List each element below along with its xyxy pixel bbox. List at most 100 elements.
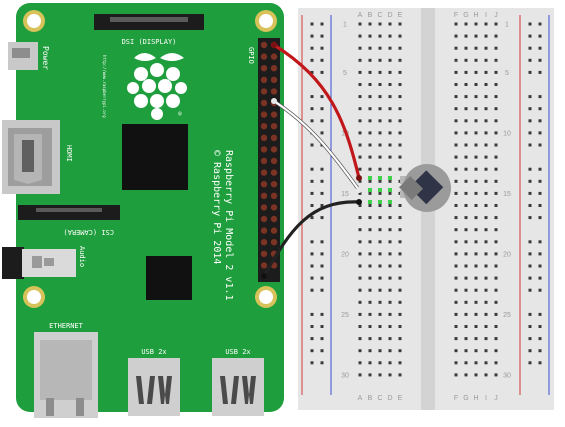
breadboard-hole [474, 264, 478, 268]
breadboard-hole [388, 373, 392, 377]
breadboard-hole [464, 119, 468, 123]
breadboard-hole [398, 95, 402, 99]
breadboard-hole [358, 300, 362, 304]
breadboard-hole [368, 325, 372, 328]
breadboard-hole [454, 46, 458, 50]
breadboard-hole [464, 288, 468, 292]
breadboard-hole [388, 119, 392, 123]
breadboard-hole [358, 349, 362, 353]
rail-hole [538, 119, 542, 123]
connected-hole [368, 200, 372, 204]
rail-hole [528, 361, 532, 365]
breadboard-hole [484, 70, 488, 74]
rail-hole [538, 131, 542, 135]
breadboard-hole [474, 58, 478, 62]
rail-hole [310, 95, 314, 99]
rail-hole [320, 349, 324, 353]
breadboard-hole [368, 361, 372, 365]
column-letter: A [358, 12, 363, 19]
rail-hole [528, 131, 532, 135]
breadboard-hole [474, 373, 478, 377]
breadboard-hole [388, 95, 392, 99]
rail-hole [528, 312, 532, 316]
rail-hole [320, 179, 324, 183]
breadboard-hole [454, 155, 458, 159]
breadboard-hole [398, 58, 402, 62]
rail-hole [528, 325, 532, 328]
gpio-pin [260, 250, 268, 257]
rail-hole [320, 95, 324, 99]
ethernet-port [34, 332, 98, 418]
breadboard-hole [464, 228, 468, 232]
rail-hole [310, 34, 314, 38]
breadboard-hole [388, 34, 392, 38]
breadboard-hole [454, 325, 458, 328]
breadboard-hole [368, 312, 372, 316]
breadboard-hole [378, 155, 382, 159]
breadboard-hole [358, 119, 362, 123]
soc-chip [122, 124, 188, 190]
breadboard-hole [464, 325, 468, 328]
breadboard-hole [454, 22, 458, 26]
breadboard-hole [464, 216, 468, 220]
breadboard-hole [398, 143, 402, 147]
rail-hole [320, 252, 324, 256]
rail-hole [320, 204, 324, 207]
rail-hole [320, 167, 324, 171]
breadboard-hole [494, 361, 498, 365]
gpio-pin [270, 157, 278, 165]
breadboard-hole [378, 216, 382, 220]
breadboard-hole [454, 228, 458, 232]
rail-hole [538, 361, 542, 365]
breadboard-hole [378, 191, 382, 195]
breadboard-hole [398, 119, 402, 123]
rail-hole [528, 95, 532, 99]
gpio-pin [260, 239, 268, 246]
breadboard-hole [454, 276, 458, 280]
breadboard-hole [464, 70, 468, 74]
rail-hole [310, 119, 314, 123]
rail-hole [538, 191, 542, 195]
breadboard-hole [358, 264, 362, 268]
connected-hole [388, 188, 392, 192]
breadboard-hole [474, 155, 478, 159]
breadboard-hole [494, 143, 498, 147]
breadboard-hole [494, 204, 498, 207]
gpio-pin [260, 88, 268, 95]
breadboard-hole [494, 131, 498, 135]
breadboard-hole [474, 83, 478, 86]
breadboard-hole [494, 337, 498, 341]
breadboard-hole [398, 216, 402, 220]
rail-hole [538, 252, 542, 256]
breadboard-hole [358, 107, 362, 111]
breadboard-hole [494, 83, 498, 86]
breadboard-hole [368, 119, 372, 123]
rail-hole [538, 58, 542, 62]
column-letter: G [463, 395, 468, 402]
raspberry-logo-icon [127, 53, 187, 120]
column-letter: G [463, 12, 468, 19]
gpio-pin [270, 215, 278, 223]
breadboard-hole [368, 228, 372, 232]
breadboard-hole [398, 240, 402, 244]
breadboard-hole [388, 300, 392, 304]
breadboard-hole [388, 131, 392, 135]
gpio-pin [260, 99, 268, 107]
breadboard-hole [484, 131, 488, 135]
column-letter: D [387, 12, 392, 19]
rail-hole [320, 312, 324, 316]
breadboard-hole [494, 34, 498, 38]
breadboard-holes [310, 22, 542, 377]
rail-hole [528, 191, 532, 195]
red-wire [272, 43, 361, 180]
breadboard-hole [494, 276, 498, 280]
rail-hole [538, 216, 542, 220]
breadboard-hole [398, 204, 402, 207]
breadboard-hole [358, 83, 362, 86]
rail-hole [310, 22, 314, 26]
usb-port-1 [128, 358, 180, 416]
breadboard-hole [484, 143, 488, 147]
rail-hole [310, 264, 314, 268]
rail-hole [320, 325, 324, 328]
row-number: 30 [503, 372, 511, 379]
